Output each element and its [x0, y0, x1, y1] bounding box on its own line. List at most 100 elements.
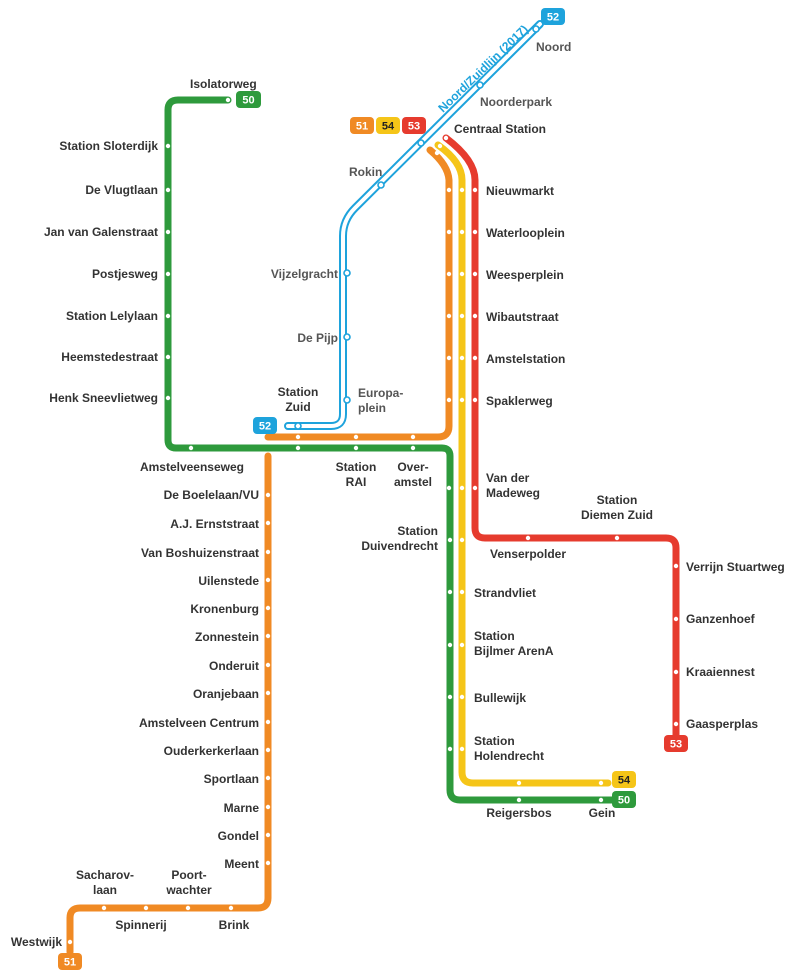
station-stop	[673, 563, 679, 569]
station-stop	[437, 143, 443, 149]
badge-54-top: 54	[376, 117, 400, 134]
station-stop	[459, 485, 465, 491]
station-label: Station	[474, 734, 515, 748]
station-label: Madeweg	[486, 486, 540, 500]
station-label: Bijlmer ArenA	[474, 644, 554, 658]
stop-dots	[67, 97, 679, 945]
station-stop	[265, 605, 271, 611]
station-label: Station	[336, 460, 377, 474]
badge-54-south-bg	[612, 771, 636, 788]
station-stop	[265, 860, 271, 866]
station-label: amstel	[394, 475, 432, 489]
station-stop	[459, 355, 465, 361]
station-label: Onderuit	[209, 659, 259, 673]
station-stop	[459, 187, 465, 193]
station-label: Ouderkerkerlaan	[164, 744, 259, 758]
badge-50-south: 50	[612, 791, 636, 808]
station-label: RAI	[346, 475, 367, 489]
station-stop	[447, 589, 453, 595]
station-label: Gondel	[218, 829, 259, 843]
station-stop	[459, 589, 465, 595]
station-label: Noorderpark	[480, 95, 552, 109]
station-label: A.J. Ernststraat	[170, 517, 259, 531]
station-label: De Vlugtlaan	[85, 183, 158, 197]
station-label: Station Sloterdijk	[59, 139, 158, 153]
badge-54-south: 54	[612, 771, 636, 788]
line-54-route	[434, 141, 612, 787]
badge-54-top-text: 54	[382, 121, 395, 133]
station-stop	[446, 187, 452, 193]
line-52-stop	[532, 25, 540, 33]
station-label: Bullewijk	[474, 691, 526, 705]
station-stop	[516, 780, 522, 786]
line-52-stop	[377, 181, 385, 189]
badge-50-north-bg	[236, 91, 261, 108]
station-stop	[472, 313, 478, 319]
badge-51-south-text: 51	[64, 957, 76, 969]
station-label: Henk Sneevlietweg	[49, 391, 158, 405]
station-stop	[353, 445, 359, 451]
badge-53-top: 53	[402, 117, 426, 134]
station-stop	[525, 535, 531, 541]
station-stop	[265, 577, 271, 583]
station-stop	[265, 832, 271, 838]
station-label: Kronenburg	[190, 602, 259, 616]
station-label: Spaklerweg	[486, 394, 553, 408]
station-stop	[446, 271, 452, 277]
badge-53-top-text: 53	[408, 121, 420, 133]
station-label: Reigersbos	[486, 806, 552, 820]
station-stop	[459, 229, 465, 235]
station-stop	[447, 746, 453, 752]
station-stop	[472, 397, 478, 403]
station-label: Nieuwmarkt	[486, 184, 554, 198]
station-stop	[459, 537, 465, 543]
station-stop	[265, 804, 271, 810]
station-label: De Boelelaan/VU	[164, 488, 259, 502]
badge-52-south-bg	[253, 417, 277, 434]
station-stop	[228, 905, 234, 911]
station-stop	[101, 905, 107, 911]
station-label: Weesperplein	[486, 268, 564, 282]
station-stop	[165, 143, 171, 149]
station-stop	[598, 797, 604, 803]
station-stop	[185, 905, 191, 911]
station-label: Wibautstraat	[486, 310, 559, 324]
station-stop	[165, 395, 171, 401]
station-stop	[434, 150, 440, 156]
station-stop	[446, 229, 452, 235]
station-stop	[446, 397, 452, 403]
station-label: Station	[278, 385, 319, 399]
line-52-inner	[286, 22, 542, 428]
station-label: Over-	[397, 460, 428, 474]
badge-51-top-text: 51	[356, 121, 368, 133]
station-label: Amstelstation	[486, 352, 565, 366]
station-label: laan	[93, 883, 117, 897]
station-label: Westwijk	[11, 935, 62, 949]
station-stop	[516, 797, 522, 803]
station-stop	[165, 271, 171, 277]
station-label: Zuid	[285, 400, 310, 414]
station-stop	[265, 747, 271, 753]
station-label: Marne	[224, 801, 260, 815]
line-52-stop	[343, 269, 351, 277]
badge-53-south-bg	[664, 735, 688, 752]
station-label: Noord	[536, 40, 571, 54]
station-label: Verrijn Stuartweg	[686, 560, 785, 574]
badge-51-south-bg	[58, 953, 82, 970]
line-51-amstelveen-route	[66, 452, 272, 956]
station-stop	[165, 313, 171, 319]
station-stop	[225, 97, 231, 103]
station-label: Zonnestein	[195, 630, 259, 644]
badge-53-south: 53	[664, 735, 688, 752]
station-stop	[165, 229, 171, 235]
station-label: Station	[474, 629, 515, 643]
station-label: Poort-	[171, 868, 206, 882]
station-stop	[265, 633, 271, 639]
line-52-stop	[343, 333, 351, 341]
station-stop	[188, 445, 194, 451]
station-label: Heemstedestraat	[61, 350, 158, 364]
station-label: Rokin	[349, 165, 382, 179]
station-stop	[459, 313, 465, 319]
station-stop	[265, 775, 271, 781]
